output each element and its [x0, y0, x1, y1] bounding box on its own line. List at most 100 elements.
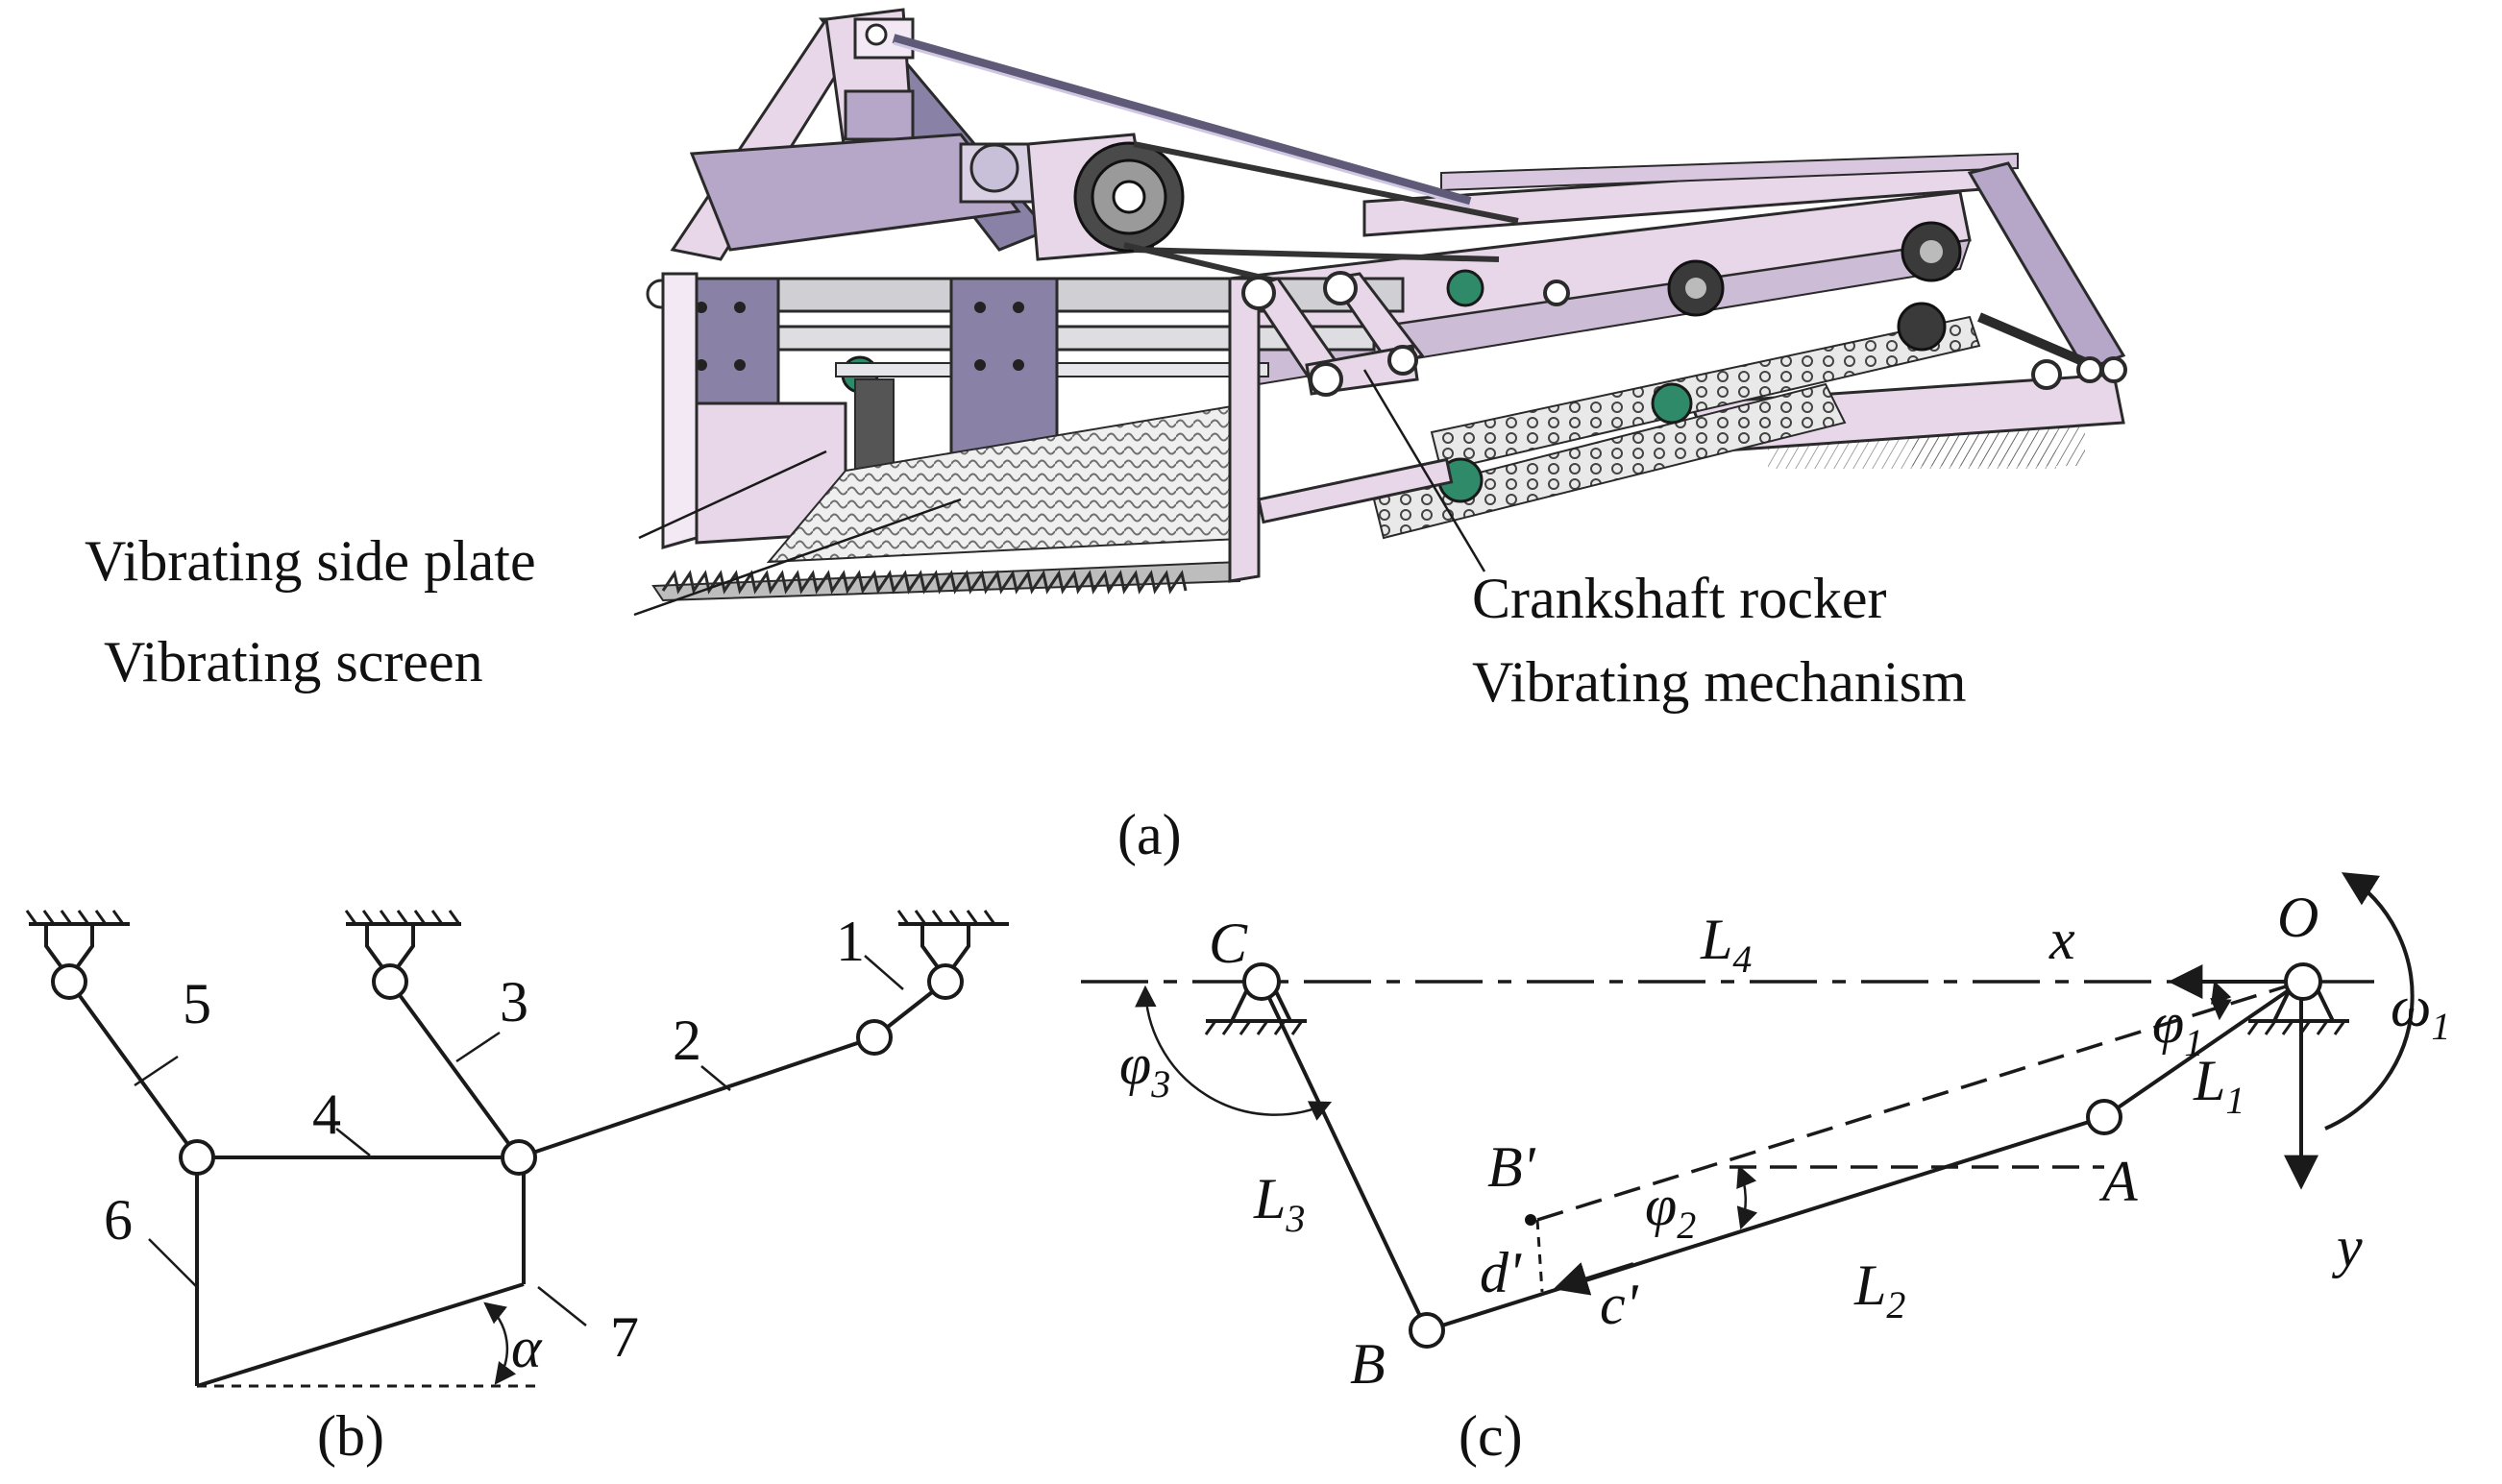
link-2 — [518, 1035, 875, 1159]
angle-label-phi2: φ2 — [1645, 1174, 1696, 1247]
pin-icon — [2031, 359, 2062, 390]
angle-label-phi1: φ1 — [2152, 991, 2203, 1064]
axis-label-y: y — [2331, 1215, 2363, 1278]
link-5 — [67, 980, 199, 1159]
callout-vibrating-screen: Vibrating screen — [104, 630, 483, 693]
front-frame-right-plate — [1228, 277, 1261, 583]
callout-crankshaft-rocker: Crankshaft rocker — [1472, 567, 1887, 630]
pin-icon — [2076, 356, 2103, 383]
sprocket-hub-icon — [1920, 240, 1943, 263]
crank-pin-icon — [1241, 276, 1276, 310]
leader-side-plate — [638, 450, 827, 540]
angle-label-phi3: φ3 — [1119, 1033, 1170, 1106]
rear-frame-plate — [689, 133, 1021, 252]
crank-pin-icon — [1387, 345, 1418, 376]
tine-teeth — [661, 570, 1188, 595]
hitch-plate — [844, 89, 915, 141]
joint-B-icon — [1409, 1312, 1445, 1349]
point-label-O: O — [2277, 886, 2318, 949]
leader-6 — [148, 1238, 198, 1288]
lower-frame-bar — [1257, 457, 1454, 524]
leader-2 — [700, 1065, 731, 1091]
panel-c-label: (c) — [1459, 1404, 1523, 1468]
link-L2 — [1426, 1115, 2105, 1332]
leader-4 — [335, 1128, 371, 1156]
link-label-L1: L1 — [2193, 1049, 2244, 1122]
callout-vibrating-mechanism: Vibrating mechanism — [1472, 650, 1967, 714]
joint-C-icon — [1242, 962, 1281, 1001]
crank-pin-icon — [1323, 271, 1358, 305]
panel-b-linkage — [25, 910, 1009, 1388]
bolt-icon — [1013, 302, 1024, 313]
sprocket-icon — [1897, 302, 1947, 352]
hitch-pin-icon — [865, 23, 888, 46]
callout-vibrating-side-plate: Vibrating side plate — [85, 529, 536, 593]
link-label-L4: L4 — [1700, 908, 1752, 981]
joint-icon — [372, 963, 408, 1000]
link-label-3: 3 — [500, 970, 528, 1034]
crank-pin-icon — [1309, 362, 1343, 397]
link-L3 — [1260, 981, 1429, 1331]
bolt-icon — [974, 302, 986, 313]
panel-a-leader-lines — [633, 369, 1486, 617]
panel-a-label: (a) — [1117, 803, 1182, 866]
pulley-hub-icon — [1112, 180, 1146, 214]
joint-O-icon — [2284, 962, 2322, 1001]
bolt-icon — [974, 359, 986, 371]
joint-icon — [501, 1139, 537, 1176]
vibrating-side-plate — [661, 272, 699, 549]
bolt-icon — [734, 359, 746, 371]
top-frame-rail-back — [1440, 152, 2019, 192]
joint-icon — [927, 963, 964, 1000]
crank-pin-icon — [1543, 280, 1570, 306]
angle-phi2-arc — [1736, 1164, 1758, 1230]
tie-bar-highlight — [893, 41, 1471, 208]
leader-crankshaft — [1362, 369, 1486, 572]
angle-phi3-arc — [1135, 985, 1333, 1121]
bolt-icon — [1013, 359, 1024, 371]
ground-support-O — [2246, 981, 2349, 1035]
panel-c-kinematics — [1081, 872, 2415, 1349]
joint-icon — [179, 1139, 215, 1176]
sprocket-hub-icon — [1685, 278, 1706, 299]
link-3 — [388, 980, 521, 1159]
link-label-L3: L3 — [1253, 1167, 1305, 1240]
link-label-6: 6 — [104, 1188, 133, 1252]
leader-screen — [633, 498, 962, 617]
projection-d — [1535, 1219, 1544, 1293]
leader-3 — [455, 1031, 501, 1063]
link-label-5: 5 — [183, 972, 211, 1035]
link-label-2: 2 — [673, 1009, 701, 1072]
angle-label-omega: ω1 — [2391, 975, 2450, 1048]
displaced-link — [1536, 980, 2302, 1222]
right-truss — [1967, 161, 2126, 372]
bolt-icon — [696, 302, 707, 313]
drive-belt — [1133, 141, 1519, 224]
drive-belt — [1133, 247, 1500, 262]
joint-icon — [51, 963, 87, 1000]
link-label-L2: L2 — [1853, 1253, 1905, 1326]
angle-phi1-arc — [2210, 980, 2232, 1021]
link-label-1: 1 — [836, 910, 865, 973]
gear-icon — [969, 143, 1019, 193]
point-B-prime-icon — [1525, 1214, 1536, 1226]
point-label-B-prime: B' — [1487, 1135, 1536, 1199]
point-label-C: C — [1209, 912, 1248, 975]
leader-5 — [134, 1055, 179, 1087]
ground-support-1 — [896, 910, 1009, 982]
joint-A-icon — [2086, 1099, 2122, 1135]
omega-arc — [2324, 872, 2415, 1131]
chain-conveyor — [1430, 315, 1981, 473]
roller-icon — [1446, 269, 1484, 307]
leader-7 — [537, 1286, 587, 1326]
screen-plate-line — [196, 1282, 525, 1388]
link-label-7: 7 — [610, 1305, 639, 1369]
angle-alpha-arc — [483, 1302, 517, 1385]
panel-b-label: (b) — [317, 1404, 384, 1468]
link-L1 — [2102, 980, 2303, 1119]
joint-icon — [856, 1019, 893, 1056]
link-label-4: 4 — [312, 1083, 341, 1146]
digger-machine-illustration — [646, 8, 2127, 602]
angle-alpha-label: α — [511, 1316, 543, 1379]
